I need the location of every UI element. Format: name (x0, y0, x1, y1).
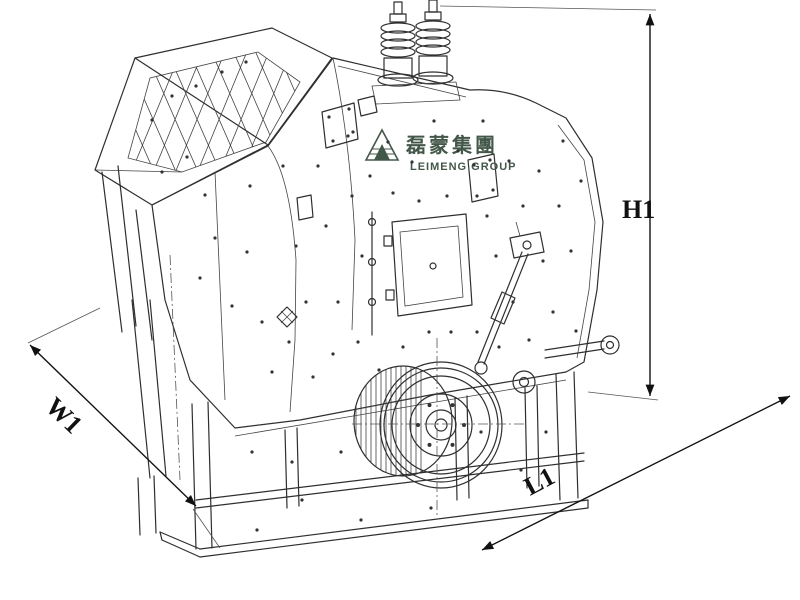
shock-absorber-right (412, 0, 454, 85)
brand-name-english: LEIMENG GROUP (410, 161, 517, 173)
shock-absorbers (371, 0, 461, 105)
tension-rod (474, 221, 545, 375)
brand-name-chinese: 磊蒙集團 (405, 133, 498, 157)
dimension-w1-label: W1 (40, 391, 88, 439)
dimension-l1: L1 (481, 395, 791, 551)
left-support-column (101, 165, 226, 536)
pivot-bracket (544, 335, 620, 359)
bolt-dots (150, 60, 583, 532)
dimension-h1: H1 (439, 5, 659, 401)
inspection-door (383, 213, 473, 317)
logo-mountain-icon (364, 128, 400, 161)
hub-bolt-holes (416, 403, 466, 447)
shock-absorber-left (377, 1, 419, 87)
feed-hopper (94, 27, 333, 206)
dimension-w1: W1 (27, 307, 221, 549)
dimension-l1-label: L1 (519, 461, 559, 501)
crusher-body (151, 57, 604, 437)
dimension-h1-label: H1 (622, 195, 655, 224)
brand-logo: 磊蒙集團 LEIMENG GROUP (364, 128, 517, 173)
